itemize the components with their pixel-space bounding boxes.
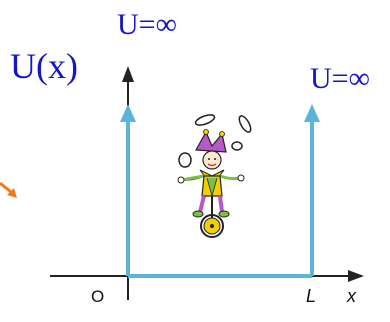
left-wall-arrowhead [120,104,136,122]
potential-well [120,104,320,278]
juggling-pins [178,114,252,168]
x-axis-label: x [346,286,357,306]
left-wall-label: U=∞ [117,8,177,41]
right-wall-arrowhead [304,104,320,122]
right-mark-label: L [306,286,316,306]
orange-arrow-icon [0,181,17,198]
juggling-unicycle-clown-icon [177,114,252,238]
right-wall-label: U=∞ [310,62,370,95]
y-axis-label: U(x) [10,46,78,86]
origin-label: O [91,287,104,306]
